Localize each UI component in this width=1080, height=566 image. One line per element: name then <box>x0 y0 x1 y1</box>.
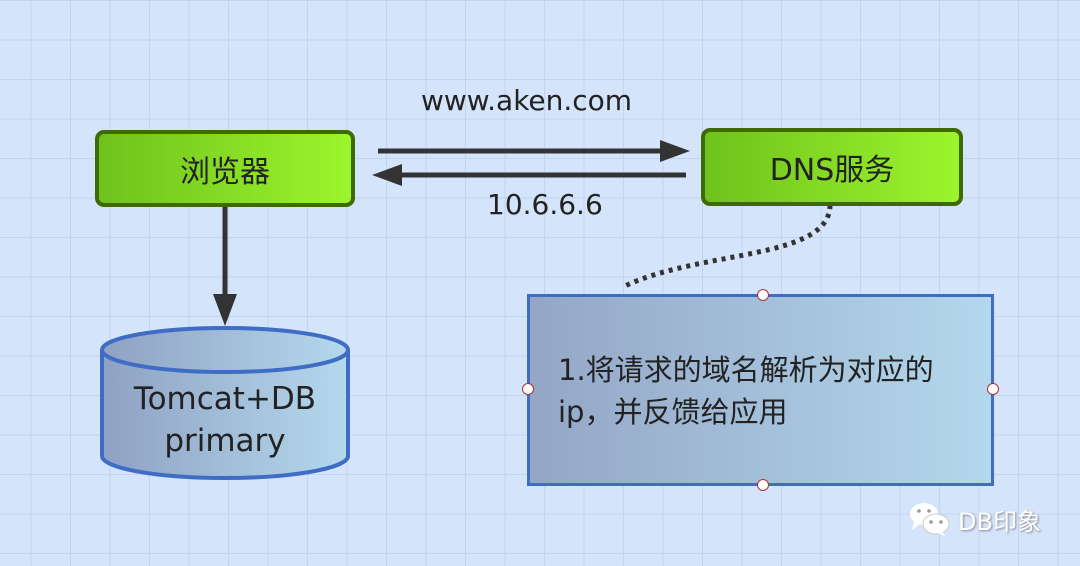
response-label: 10.6.6.6 <box>487 188 603 221</box>
request-label: www.aken.com <box>421 84 633 117</box>
note-connector <box>623 204 833 289</box>
response-arrow <box>372 164 686 186</box>
note-text: 1.将请求的域名解析为对应的ip，并反馈给应用 <box>558 353 934 429</box>
database-line1: Tomcat+DB <box>133 381 317 417</box>
dns-label: DNS服务 <box>769 153 895 188</box>
browser-node[interactable]: 浏览器 <box>95 130 355 207</box>
request-arrow <box>378 140 690 162</box>
browser-label: 浏览器 <box>180 154 270 190</box>
wechat-icon <box>910 503 950 537</box>
resize-handle-left[interactable] <box>522 383 534 395</box>
resize-handle-bottom[interactable] <box>757 479 769 491</box>
browser-to-db-arrow <box>213 207 237 326</box>
database-cylinder <box>100 326 350 480</box>
note-box[interactable]: 1.将请求的域名解析为对应的ip，并反馈给应用 <box>522 289 999 491</box>
watermark: DB印象 <box>908 500 1041 538</box>
dns-service-node[interactable]: DNS服务 <box>701 128 963 206</box>
database-line2: primary <box>164 423 286 459</box>
resize-handle-top[interactable] <box>757 289 769 301</box>
database-label: Tomcat+DB primary <box>100 378 350 462</box>
resize-handle-right[interactable] <box>987 383 999 395</box>
watermark-text: DB印象 <box>958 507 1041 536</box>
